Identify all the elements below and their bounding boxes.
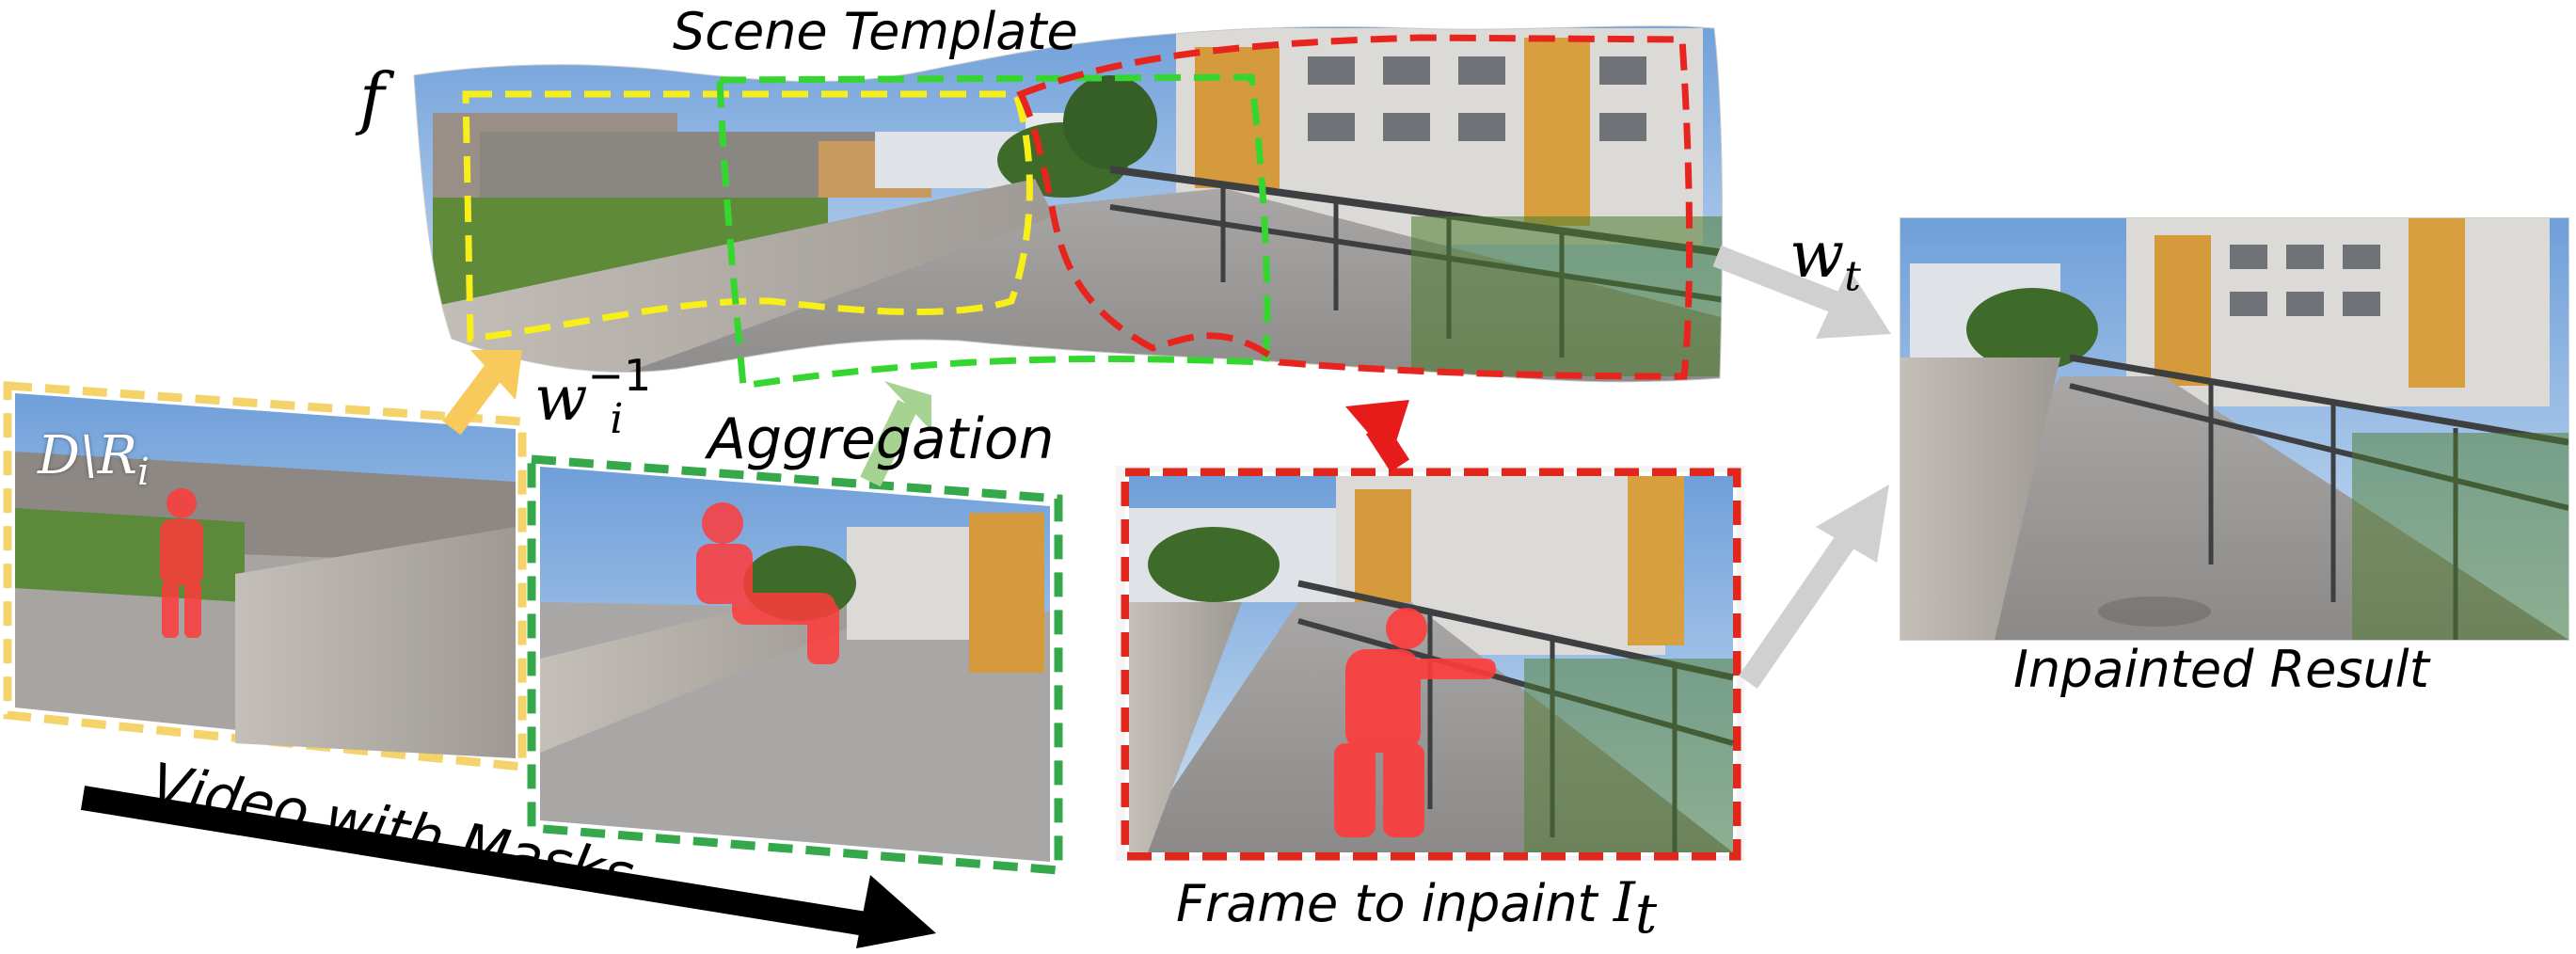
person-mask-yellow: [160, 488, 203, 638]
frame-to-inpaint-text: Frame to inpaint: [1176, 874, 1598, 933]
inverse-warp-base: w: [534, 362, 588, 435]
frame-to-inpaint-label: Frame to inpaint It: [1176, 870, 1657, 946]
gray-arrow-wt: [1712, 245, 1891, 339]
warp-t-subscript: t: [1844, 252, 1861, 301]
video-frame-yellow: [3, 381, 527, 771]
person-mask-red: [1334, 608, 1496, 837]
gray-arrow-frame-to-result: [1739, 485, 1889, 689]
yellow-warp-arrow: [442, 350, 522, 436]
mask-region-label: D\Ri: [38, 425, 150, 494]
inverse-warp-label: w−1i: [534, 350, 651, 444]
yellow-region-box: [462, 90, 1033, 342]
warp-t-base: w: [1789, 218, 1845, 293]
frame-to-inpaint: [1116, 466, 1744, 861]
scene-template-label: Scene Template: [673, 2, 1078, 61]
inverse-warp-superscript: −1: [587, 350, 652, 401]
green-region-box: [716, 73, 1271, 390]
scene-template-outline: [413, 25, 1723, 383]
inpainted-result-image: [1900, 217, 2569, 641]
inverse-warp-subscript: i: [610, 395, 624, 444]
warp-t-label: wt: [1789, 218, 1861, 301]
time-arrow: [80, 786, 936, 948]
inpainted-result-label: Inpainted Result: [2013, 640, 2429, 699]
green-aggregation-arrow: [860, 381, 931, 487]
mask-region-base: D\R: [38, 425, 137, 486]
frame-symbol: I: [1613, 870, 1635, 934]
frame-subscript: t: [1634, 881, 1658, 946]
red-region-box: [1016, 34, 1693, 380]
person-mask-green: [696, 502, 839, 664]
aggregation-label: Aggregation: [708, 406, 1055, 472]
video-frame-green: [527, 454, 1063, 875]
mask-region-subscript: i: [136, 451, 150, 495]
function-f-label: f: [359, 58, 385, 137]
red-warp-arrow: [1345, 400, 1410, 472]
